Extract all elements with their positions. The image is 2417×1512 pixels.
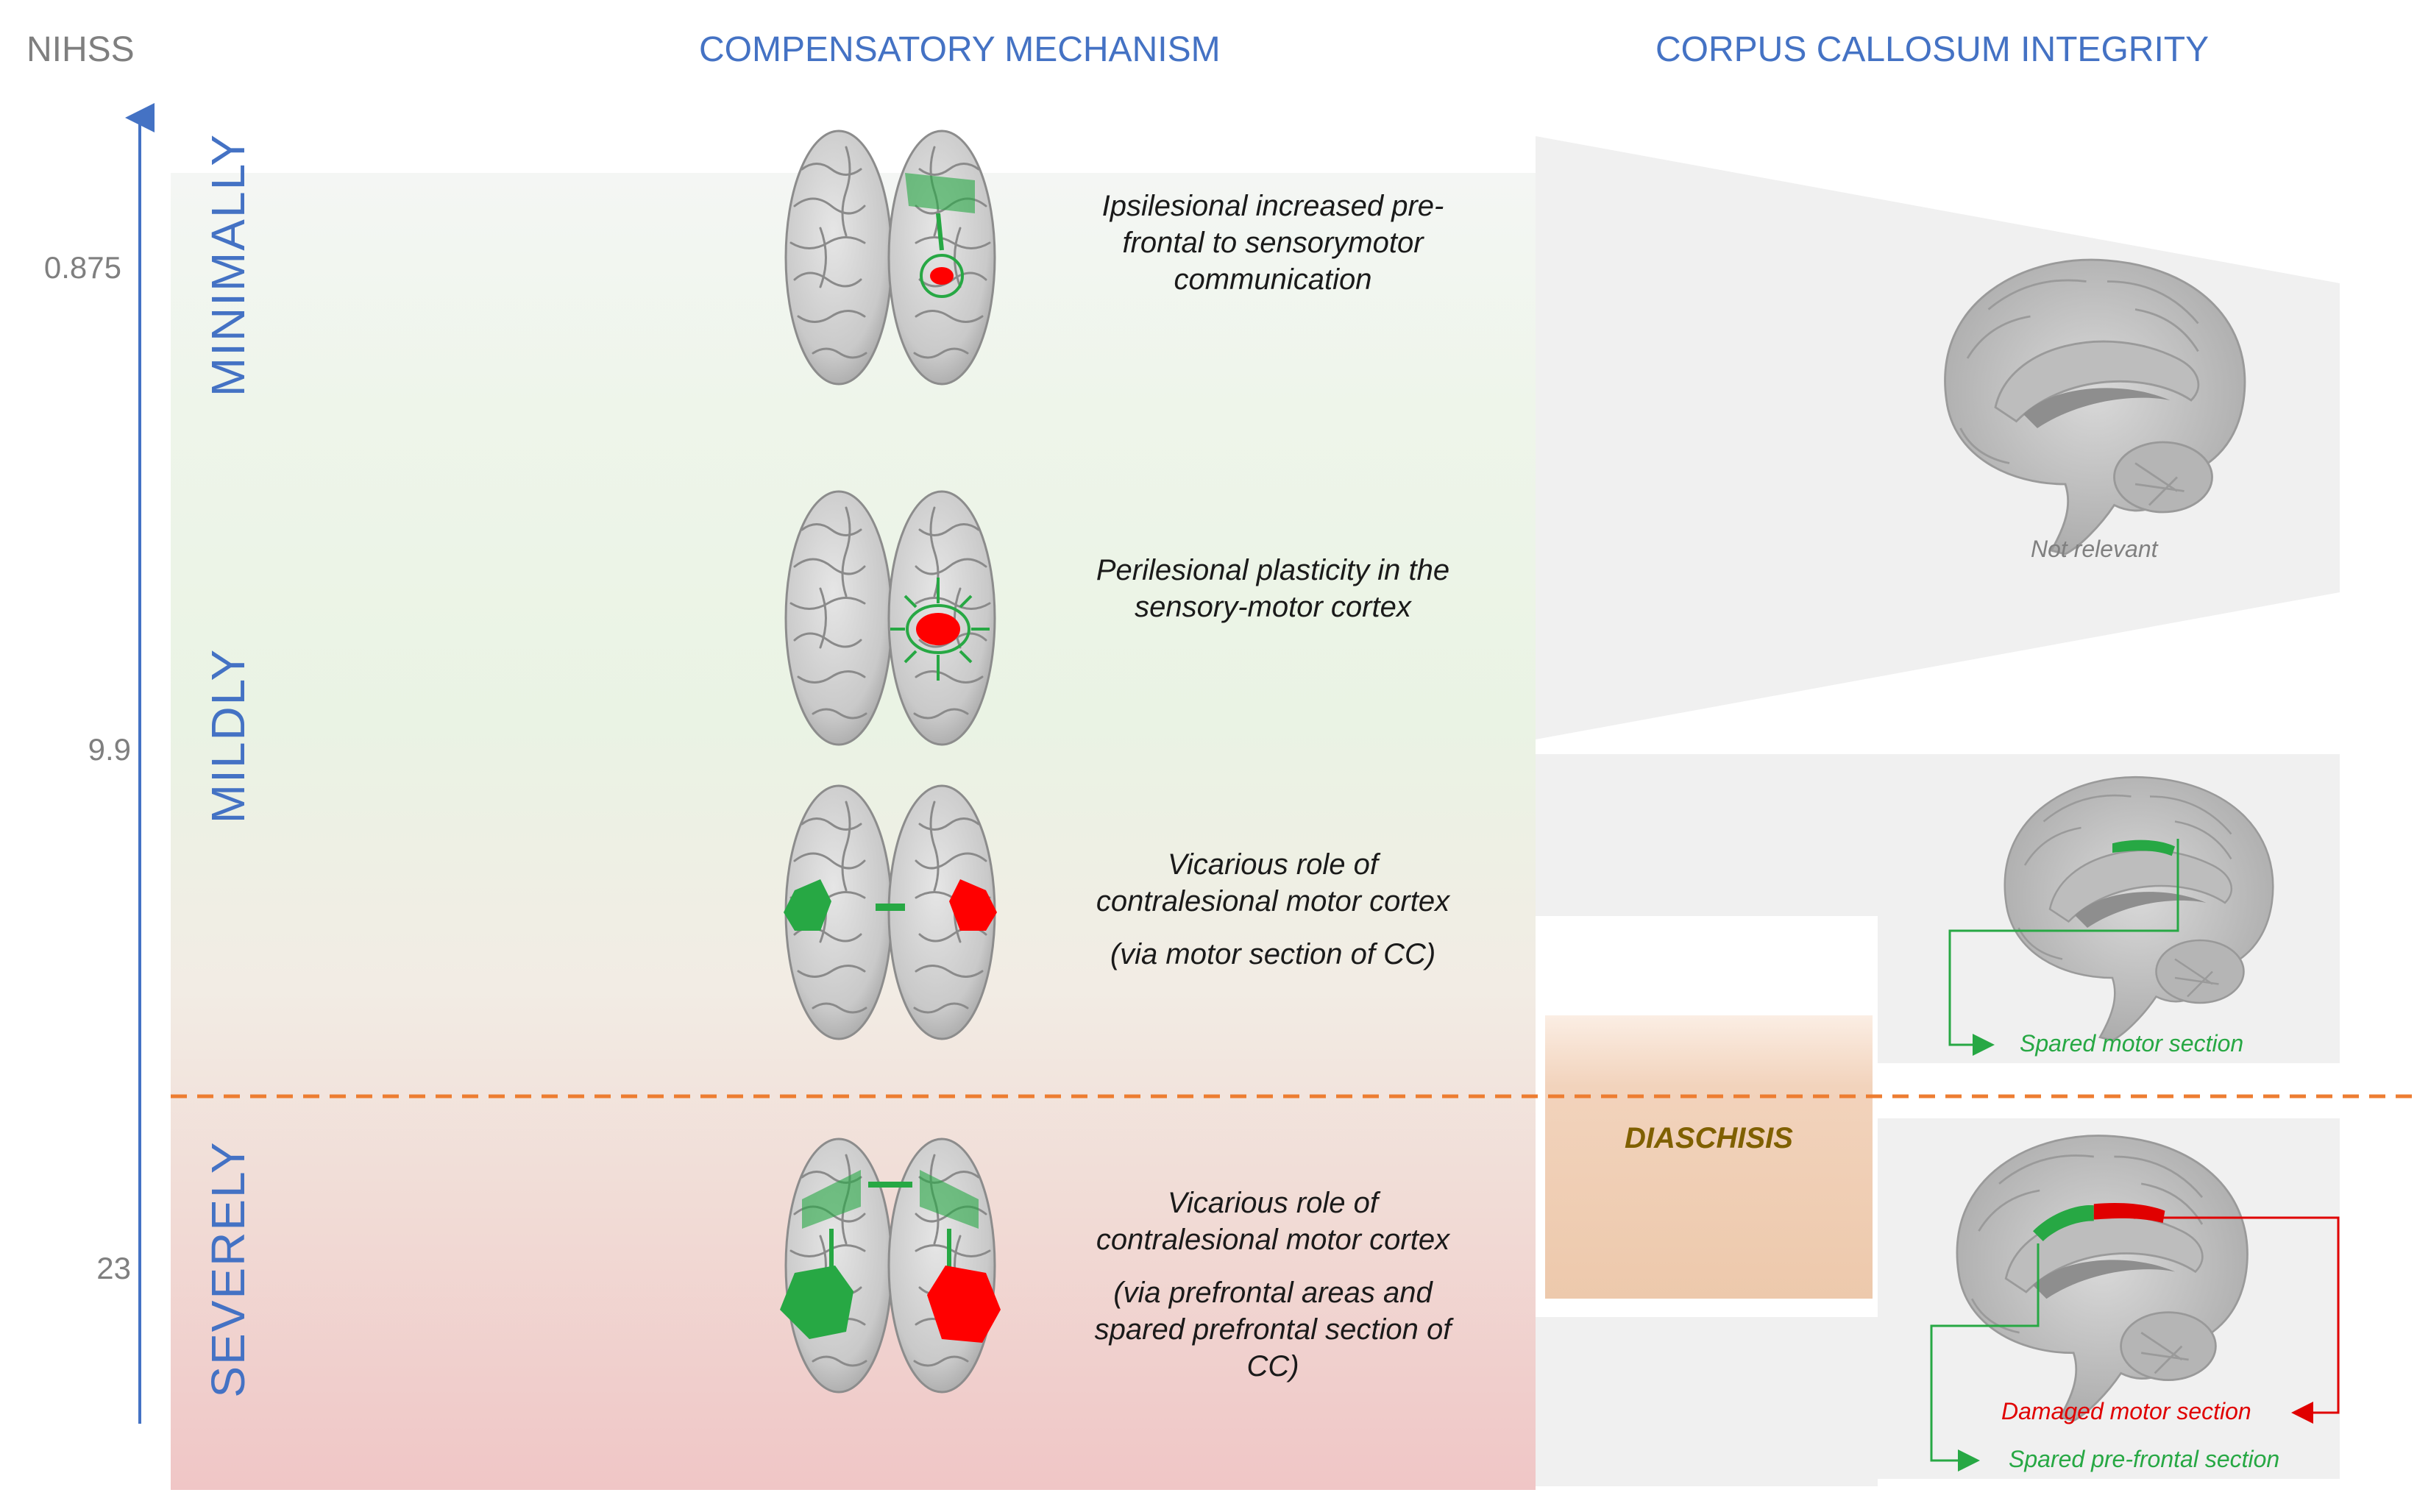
- damaged-motor-leader: [2134, 1216, 2340, 1424]
- caption-spared-prefrontal: Spared pre-frontal section: [2009, 1446, 2280, 1472]
- tick-99: 9.9: [88, 732, 131, 767]
- sagittal-brain-2: [2003, 775, 2274, 1042]
- tick-0875: 0.875: [43, 250, 121, 285]
- spared-prefrontal-leader: [1930, 1243, 2040, 1472]
- severity-severely: SEVERELY: [202, 1140, 255, 1398]
- caption-not-relevant: Not relevant: [2031, 536, 2158, 562]
- brain-top-view-3: [784, 784, 997, 1040]
- diaschisis-box: [1545, 1015, 1873, 1299]
- nihss-header: NIHSS: [26, 30, 135, 69]
- mechanism-1-text: Ipsilesional increased pre- frontal to s…: [1101, 190, 1444, 296]
- severity-minimally: MINIMALLY: [202, 132, 255, 397]
- brain-top-view-4: [780, 1137, 1001, 1394]
- compensatory-mechanism-header: COMPENSATORY MECHANISM: [699, 30, 1221, 69]
- corpus-callosum-header: CORPUS CALLOSUM INTEGRITY: [1655, 30, 2210, 69]
- mechanism-2-text: Perilesional plasticity in the sensory-m…: [1096, 554, 1450, 623]
- mechanism-3-text: Vicarious role of contralesional motor c…: [1096, 848, 1450, 970]
- brain-top-view-2: [784, 490, 996, 746]
- mechanism-4-text: Vicarious role of contralesional motor c…: [1094, 1187, 1452, 1383]
- caption-damaged-motor: Damaged motor section: [2001, 1398, 2251, 1424]
- diaschisis-label: DIASCHISIS: [1625, 1122, 1793, 1154]
- tick-23: 23: [96, 1251, 131, 1285]
- brain-top-view-1: [784, 129, 996, 386]
- severity-mildly: MILDLY: [202, 647, 255, 824]
- spared-motor-leader: [1948, 839, 2179, 1056]
- caption-spared-motor: Spared motor section: [2020, 1030, 2244, 1057]
